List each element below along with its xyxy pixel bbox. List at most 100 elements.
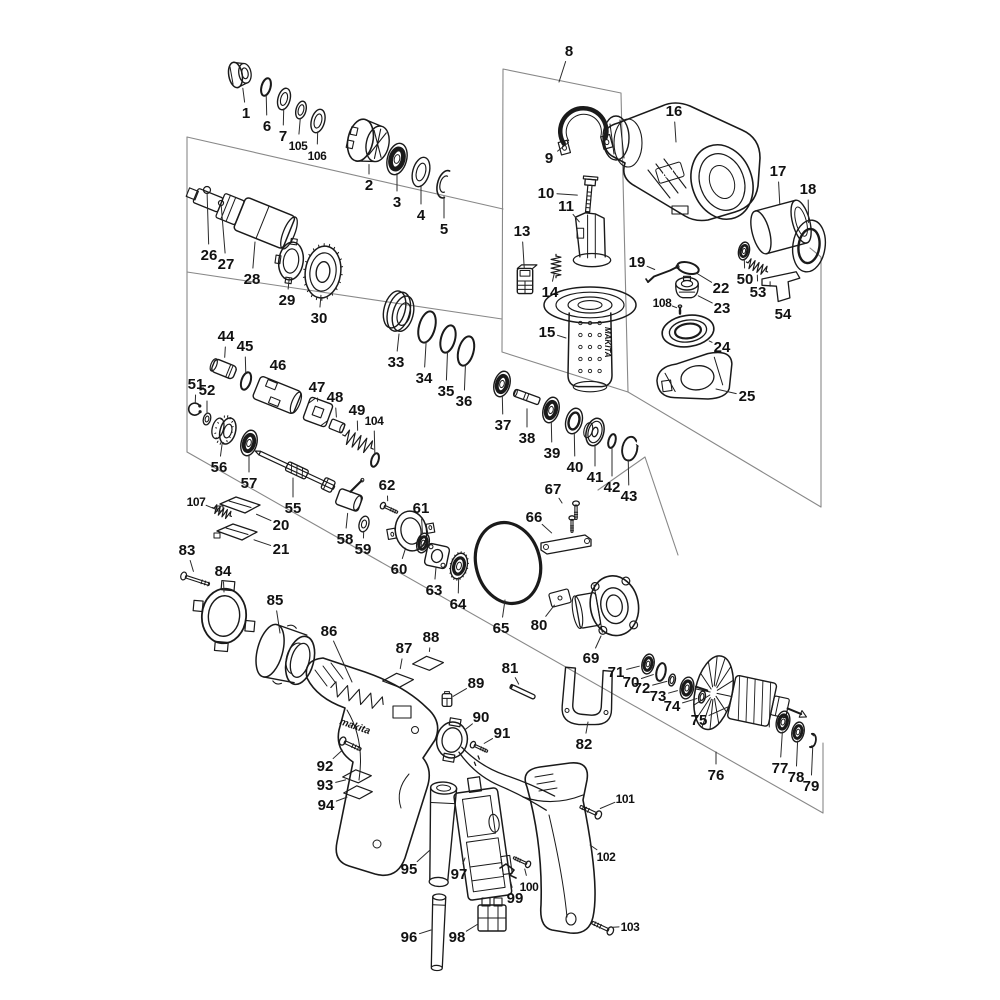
- part-63-drawing: [423, 542, 451, 570]
- part-label-34: 34: [416, 370, 433, 387]
- part-38-drawing: [512, 388, 541, 406]
- part-label-13: 13: [514, 223, 531, 240]
- part-77-leader: [780, 731, 783, 758]
- part-label-73: 73: [650, 688, 667, 705]
- part-67-drawing: [568, 500, 581, 533]
- part-80-leader: [545, 604, 555, 617]
- part-label-36: 36: [456, 393, 473, 410]
- part-label-51: 51: [188, 376, 205, 393]
- part-label-28: 28: [244, 271, 261, 288]
- part-69-leader: [595, 635, 602, 649]
- part-label-57: 57: [241, 475, 258, 492]
- part-99-leader: [509, 878, 513, 888]
- part-label-107: 107: [187, 495, 207, 509]
- part-label-62: 62: [379, 477, 396, 494]
- part-30-leader: [319, 294, 322, 308]
- part-label-63: 63: [426, 582, 443, 599]
- part-label-86: 86: [321, 623, 338, 640]
- part-78-leader: [795, 740, 799, 767]
- part-5-drawing: [436, 169, 451, 199]
- part-label-98: 98: [449, 929, 466, 946]
- part-62-drawing: [379, 501, 399, 514]
- part-86-leader: [333, 640, 353, 683]
- part-40-drawing: [564, 407, 584, 435]
- part-22-drawing: [676, 260, 700, 276]
- part-69-drawing: [571, 575, 640, 637]
- part-19-leader: [646, 265, 656, 270]
- part-label-24: 24: [714, 339, 731, 356]
- part-15-drawing: MAKITA: [543, 286, 637, 393]
- part-47-drawing: [302, 396, 334, 428]
- part-96-leader: [418, 929, 432, 935]
- part-41-drawing: [583, 417, 605, 447]
- part-label-35: 35: [438, 383, 455, 400]
- part-label-87: 87: [396, 640, 413, 657]
- part-103-drawing: [591, 920, 615, 936]
- part-25-drawing: [656, 351, 733, 400]
- part-72-leader: [652, 680, 668, 686]
- part-85-drawing: [255, 623, 316, 686]
- part-label-70: 70: [623, 674, 640, 691]
- part-label-103: 103: [621, 920, 641, 934]
- grip-brand-text: MAKITA: [603, 327, 612, 358]
- part-label-82: 82: [576, 736, 593, 753]
- part-16-leader: [674, 121, 677, 143]
- part-66-leader: [541, 523, 553, 534]
- part-13-drawing: [516, 264, 538, 295]
- part-label-47: 47: [309, 379, 326, 396]
- part-label-7: 7: [279, 128, 287, 145]
- part-label-93: 93: [317, 777, 334, 794]
- part-72-drawing: [667, 673, 677, 687]
- part-66-drawing: [540, 534, 592, 555]
- part-79-leader: [810, 747, 814, 776]
- part-label-37: 37: [495, 417, 512, 434]
- part-73-drawing: [679, 676, 695, 700]
- part-55-drawing: [254, 450, 336, 493]
- part-label-2: 2: [365, 177, 373, 194]
- part-label-94: 94: [318, 797, 335, 814]
- part-53-drawing: [745, 258, 769, 275]
- part-label-17: 17: [770, 163, 787, 180]
- part-label-64: 64: [450, 596, 467, 613]
- part-8-leader: [558, 60, 567, 83]
- part-label-53: 53: [750, 284, 767, 301]
- part-14-leader: [551, 273, 555, 282]
- part-label-27: 27: [218, 256, 235, 273]
- part-label-105: 105: [289, 139, 309, 153]
- part-label-60: 60: [391, 561, 408, 578]
- part-93-drawing: [342, 769, 372, 784]
- part-79-drawing: [809, 732, 817, 749]
- part-71-drawing: [641, 653, 655, 675]
- part-54-drawing: [761, 271, 801, 303]
- part-28-drawing: [185, 187, 298, 250]
- part-15-leader: [556, 334, 567, 339]
- part-label-29: 29: [279, 292, 296, 309]
- part-102-leader: [589, 844, 598, 851]
- part-23-leader: [697, 295, 713, 304]
- part-label-30: 30: [311, 310, 328, 327]
- part-label-106: 106: [308, 149, 328, 163]
- part-14-drawing: [550, 253, 562, 279]
- part-label-104: 104: [365, 414, 385, 428]
- part-label-99: 99: [507, 890, 524, 907]
- part-70-leader: [640, 674, 654, 680]
- part-73-leader: [668, 690, 678, 694]
- part-label-14: 14: [542, 284, 559, 301]
- part-33-drawing: [382, 290, 415, 333]
- part-61-drawing: [415, 532, 431, 554]
- part-42-drawing: [607, 433, 617, 449]
- part-6-drawing: [260, 77, 272, 97]
- panel-boundary-4: [186, 451, 824, 814]
- part-10-drawing: [582, 175, 599, 214]
- part-85-leader: [276, 610, 281, 634]
- part-84-drawing: [192, 579, 256, 653]
- part-100-leader: [524, 868, 527, 876]
- part-104-leader: [373, 430, 376, 455]
- part-23-drawing: [675, 275, 699, 299]
- part-21-drawing: [213, 523, 258, 541]
- panel-boundary-6: [627, 391, 822, 508]
- part-label-5: 5: [440, 221, 448, 238]
- part-28-leader: [252, 241, 256, 269]
- part-label-16: 16: [666, 103, 683, 120]
- part-label-72: 72: [634, 680, 651, 697]
